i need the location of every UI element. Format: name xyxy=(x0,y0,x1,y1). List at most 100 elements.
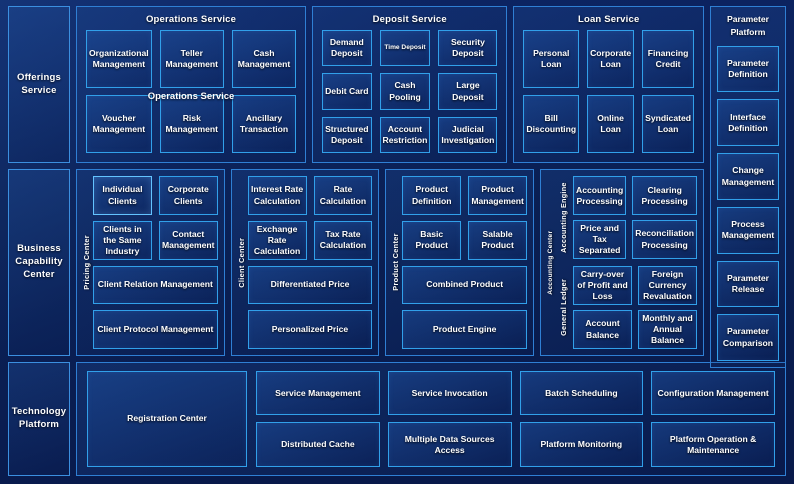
cell-personal-loan[interactable]: Personal Loan xyxy=(523,30,580,89)
panel-parameter-platform: Parameter Platform Parameter Definition … xyxy=(710,6,786,368)
cell-demand-deposit[interactable]: Demand Deposit xyxy=(322,30,372,67)
grid-general-ledger: Carry-over of Profit and Loss Foreign Cu… xyxy=(573,266,698,349)
panel-deposit-service: Deposit Service Demand Deposit Time Depo… xyxy=(312,6,508,164)
cell-parameter-release[interactable]: Parameter Release xyxy=(717,260,779,308)
cell-contact-management[interactable]: Contact Management xyxy=(158,220,218,260)
cell-interest-rate-calculation[interactable]: Interest Rate Calculation xyxy=(247,176,307,215)
cell-foreign-currency-revaluation[interactable]: Foreign Currency Revaluation xyxy=(638,266,698,306)
cell-basic-product[interactable]: Basic Product xyxy=(402,220,462,260)
cell-process-management[interactable]: Process Management xyxy=(717,206,779,254)
cell-structured-deposit[interactable]: Structured Deposit xyxy=(322,116,372,154)
cell-account-restriction[interactable]: Account Restriction xyxy=(379,116,431,154)
cell-clearing-processing[interactable]: Clearing Processing xyxy=(632,176,698,216)
cell-exchange-rate-calculation[interactable]: Exchange Rate Calculation xyxy=(247,220,307,260)
cell-service-management[interactable]: Service Management xyxy=(256,370,380,416)
cell-differentiated-price[interactable]: Differentiated Price xyxy=(247,265,373,305)
grid-loan-service: Personal Loan Corporate Loan Financing C… xyxy=(514,25,703,162)
panel-pricing-center: Pricing Center Individual Clients Corpor… xyxy=(76,169,225,356)
cell-bill-discounting[interactable]: Bill Discounting xyxy=(523,95,580,154)
cell-client-protocol-management[interactable]: Client Protocol Management xyxy=(93,310,218,349)
cell-accounting-processing[interactable]: Accounting Processing xyxy=(573,176,627,216)
panel-product-center: Product Center Product Definition Produc… xyxy=(385,169,535,356)
vlabel-product-center: Product Center xyxy=(391,233,401,292)
panel-title-operations-service: Operations Service xyxy=(145,14,237,25)
cell-product-management[interactable]: Product Management xyxy=(468,176,528,215)
panel-title-parameter-platform: Parameter Platform xyxy=(726,14,770,37)
cell-corporate-clients[interactable]: Corporate Clients xyxy=(158,176,218,215)
vlabel-accounting-engine: Accounting Engine xyxy=(559,182,569,253)
panel-technology-platform: Registration Center Service Management S… xyxy=(76,361,786,476)
cell-judicial-investigation[interactable]: Judicial Investigation xyxy=(438,116,498,154)
row-label-business-capability-center: Business Capability Center xyxy=(8,169,70,356)
cell-rate-calculation[interactable]: Rate Calculation xyxy=(313,176,373,215)
cell-debit-card[interactable]: Debit Card xyxy=(322,73,372,110)
panel-operations-service: Operations Service Organizational Manage… xyxy=(76,6,307,164)
vlabel-accounting-center: Accounting Center xyxy=(547,230,555,295)
subgroup-accounting-engine: Accounting Engine Accounting Processing … xyxy=(557,176,698,260)
panel-title-deposit-service: Deposit Service xyxy=(372,14,447,25)
cell-batch-scheduling[interactable]: Batch Scheduling xyxy=(519,370,644,416)
cell-clients-in-the-same-industry[interactable]: Clients in the Same Industry xyxy=(93,220,152,260)
cell-risk-management[interactable]: Risk Management xyxy=(159,95,224,154)
business-capability-row: Business Capability Center Pricing Cente… xyxy=(8,169,786,356)
cell-teller-management[interactable]: Teller Management xyxy=(159,30,224,89)
technology-platform-row: Technology Platform Registration Center … xyxy=(8,361,786,476)
vlabel-client-center: Client Center xyxy=(236,237,246,288)
cell-individual-clients[interactable]: Individual Clients xyxy=(93,176,152,215)
cell-interface-definition[interactable]: Interface Definition xyxy=(717,99,779,147)
cell-online-loan[interactable]: Online Loan xyxy=(587,95,635,154)
cell-service-invocation[interactable]: Service Invocation xyxy=(387,370,512,416)
grid-client-center: Interest Rate Calculation Rate Calculati… xyxy=(247,176,373,349)
grid-product-center: Product Definition Product Management Ba… xyxy=(402,176,528,349)
cell-parameter-comparison[interactable]: Parameter Comparison xyxy=(717,314,779,361)
offerings-service-row: Offerings Service Operations Service Org… xyxy=(8,6,786,164)
cell-ancillary-transaction[interactable]: Ancillary Transaction xyxy=(231,95,297,154)
cell-corporate-loan[interactable]: Corporate Loan xyxy=(587,30,635,89)
cell-time-deposit[interactable]: Time Deposit xyxy=(379,30,431,67)
panel-loan-service: Loan Service Personal Loan Corporate Loa… xyxy=(513,6,704,164)
cell-distributed-cache[interactable]: Distributed Cache xyxy=(256,422,380,467)
cell-registration-center[interactable]: Registration Center xyxy=(87,370,247,467)
cell-change-management[interactable]: Change Management xyxy=(717,153,779,200)
cell-platform-operation-and-maintenance[interactable]: Platform Operation & Maintenance xyxy=(651,422,775,467)
panel-title-loan-service: Loan Service xyxy=(577,14,640,25)
cell-multiple-data-sources-access[interactable]: Multiple Data Sources Access xyxy=(387,422,512,467)
cell-large-deposit[interactable]: Large Deposit xyxy=(438,73,498,110)
subgroup-general-ledger: General Ledger Carry-over of Profit and … xyxy=(557,266,698,349)
cell-cash-pooling[interactable]: Cash Pooling xyxy=(379,73,431,110)
cell-parameter-definition[interactable]: Parameter Definition xyxy=(717,45,779,93)
grid-technology-platform: Service Management Service Invocation Ba… xyxy=(256,370,775,467)
cell-syndicated-loan[interactable]: Syndicated Loan xyxy=(642,95,694,154)
vlabel-general-ledger: General Ledger xyxy=(559,279,569,337)
capability-centers: Pricing Center Individual Clients Corpor… xyxy=(76,169,705,356)
accounting-subgroups: Accounting Engine Accounting Processing … xyxy=(557,176,698,349)
grid-pricing-center: Individual Clients Corporate Clients Cli… xyxy=(93,176,218,349)
cell-carry-over-of-profit-and-loss[interactable]: Carry-over of Profit and Loss xyxy=(573,266,633,306)
grid-accounting-engine: Accounting Processing Clearing Processin… xyxy=(573,176,698,260)
cell-financing-credit[interactable]: Financing Credit xyxy=(642,30,694,89)
panel-accounting-center: Accounting Center Accounting Engine Acco… xyxy=(540,169,705,356)
cell-platform-monitoring[interactable]: Platform Monitoring xyxy=(519,422,644,467)
cell-security-deposit[interactable]: Security Deposit xyxy=(438,30,498,67)
cell-monthly-and-annual-balance[interactable]: Monthly and Annual Balance xyxy=(638,310,698,349)
vlabel-pricing-center: Pricing Center xyxy=(82,235,91,290)
cell-price-and-tax-separated[interactable]: Price and Tax Separated xyxy=(573,220,627,260)
cell-cash-management[interactable]: Cash Management xyxy=(231,30,297,89)
cell-salable-product[interactable]: Salable Product xyxy=(468,220,528,260)
cell-combined-product[interactable]: Combined Product xyxy=(402,265,528,305)
cell-organizational-management[interactable]: Organizational Management xyxy=(86,30,152,89)
row-label-technology-platform: Technology Platform xyxy=(8,361,70,476)
cell-voucher-management[interactable]: Voucher Management xyxy=(86,95,152,154)
cell-tax-rate-calculation[interactable]: Tax Rate Calculation xyxy=(313,220,373,260)
cell-product-engine[interactable]: Product Engine xyxy=(402,310,528,349)
cell-personalized-price[interactable]: Personalized Price xyxy=(247,310,373,349)
row-label-offerings-service: Offerings Service xyxy=(8,6,70,164)
grid-deposit-service: Demand Deposit Time Deposit Security Dep… xyxy=(313,25,506,162)
panel-client-center: Client Center Interest Rate Calculation … xyxy=(230,169,380,356)
cell-account-balance[interactable]: Account Balance xyxy=(573,310,633,349)
cell-reconciliation-processing[interactable]: Reconciliation Processing xyxy=(632,220,698,260)
cell-product-definition[interactable]: Product Definition xyxy=(402,176,462,215)
cell-configuration-management[interactable]: Configuration Management xyxy=(651,370,775,416)
cell-client-relation-management[interactable]: Client Relation Management xyxy=(93,265,218,305)
